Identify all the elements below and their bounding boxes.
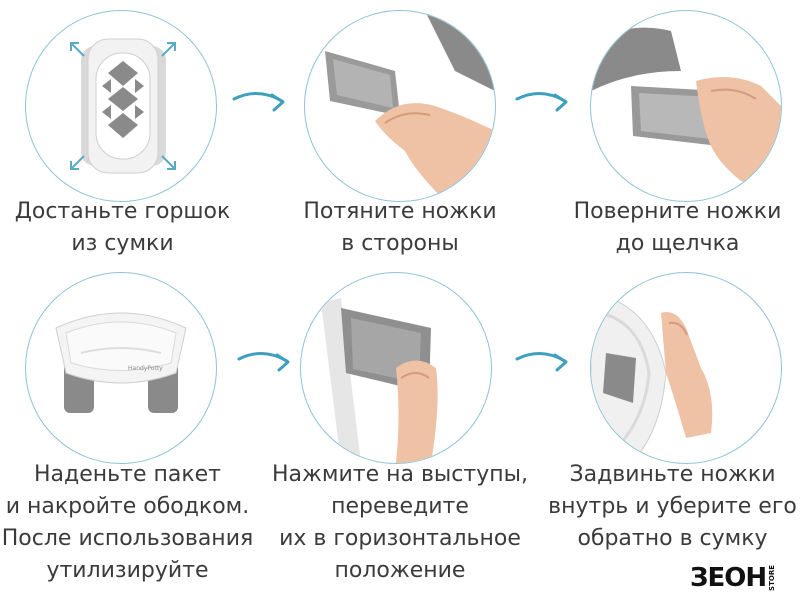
caption-line: Наденьте пакет [34,462,221,487]
step-5-image [300,272,492,464]
step-5-caption: Нажмите на выступы, переведите их в гори… [270,459,530,587]
arrow-icon [237,352,290,372]
caption-line: переведите [331,494,469,519]
step-2-image [304,10,496,202]
step-6-caption: Задвиньте ножки внутрь и уберите его обр… [545,459,800,555]
pull-legs-illustration [325,11,495,201]
step-3-caption: Поверните ножки до щелчка [555,196,800,260]
step-2-caption: Потяните ножки в стороны [275,196,525,260]
caption-line: их в горизонтальное [279,526,521,551]
caption-line: утилизируйте [46,558,209,583]
step-4-image: HandyPotty [25,272,217,464]
caption-line: в стороны [341,231,459,256]
caption-line: из сумки [71,231,174,256]
caption-line: Достаньте горшок [14,199,231,224]
arrow-icon [515,352,568,372]
caption-line: до щелчка [615,231,740,256]
caption-line: Поверните ножки [573,199,782,224]
step-3-image [590,10,782,202]
fold-legs-illustration [591,292,713,463]
caption-line: Задвиньте ножки [569,462,776,487]
potty-with-bag-illustration: HandyPotty [55,312,187,413]
zeon-store-logo: ЗЕОН STORE [690,563,776,593]
caption-line: Потяните ножки [303,199,497,224]
caption-line: и накройте ободком. [5,494,250,519]
caption-line: обратно в сумку [577,526,768,551]
caption-line: После использования [1,526,254,551]
press-tabs-illustration [321,298,438,463]
caption-line: внутрь и уберите его [548,494,797,519]
arrow-icon [232,92,285,112]
rotate-legs-illustration [591,27,781,191]
step-6-image [590,272,782,464]
logo-text: ЗЕОН [690,563,767,593]
step-1-image [25,10,217,202]
caption-line: Нажмите на выступы, [272,462,528,487]
logo-subtext: STORE [768,565,777,591]
potty-brand-label: HandyPotty [128,365,163,372]
caption-line: положение [334,558,466,583]
step-1-caption: Достаньте горшок из сумки [0,196,245,260]
step-4-caption: Наденьте пакет и накройте ободком. После… [0,459,255,587]
arrow-icon [515,92,568,112]
potty-top-view-illustration [70,38,176,174]
